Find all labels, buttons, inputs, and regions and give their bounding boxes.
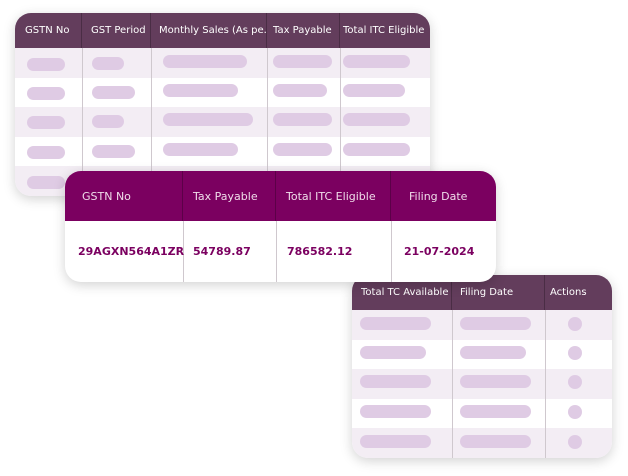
cell-filing-date: 21-07-2024	[404, 245, 475, 258]
cell-gstn: 29AGXN564A1ZR	[78, 245, 185, 258]
back-table-card: GSTN No GST Period Monthly Sales (As pe.…	[15, 13, 430, 196]
header-gstn: GSTN No	[82, 171, 183, 221]
header-total-tc-available: Total TC Available	[361, 275, 452, 310]
front-table-card: GSTN No Tax Payable Total ITC Eligible F…	[65, 171, 496, 282]
header-total-itc: Total ITC Eligible	[276, 171, 391, 221]
back-table-header: GSTN No GST Period Monthly Sales (As pe.…	[15, 13, 430, 48]
action-dot-icon[interactable]	[568, 346, 582, 360]
front-table-header: GSTN No Tax Payable Total ITC Eligible F…	[65, 171, 496, 221]
cell-tax-payable: 54789.87	[193, 245, 251, 258]
header-gst-period: GST Period	[82, 13, 151, 48]
side-table-card: Total TC Available Filing Date Actions	[352, 275, 612, 458]
action-dot-icon[interactable]	[568, 317, 582, 331]
header-tax-payable: Tax Payable	[183, 171, 276, 221]
header-tax-payable: Tax Payable	[267, 13, 340, 48]
header-filing-date: Filing Date	[452, 275, 545, 310]
header-total-itc: Total ITC Eligible	[343, 25, 425, 36]
header-actions: Actions	[550, 287, 587, 298]
cell-total-itc: 786582.12	[287, 245, 353, 258]
action-dot-icon[interactable]	[568, 405, 582, 419]
action-dot-icon[interactable]	[568, 435, 582, 449]
header-monthly-sales: Monthly Sales (As pe...	[151, 13, 267, 48]
header-filing-date: Filing Date	[409, 189, 468, 203]
action-dot-icon[interactable]	[568, 375, 582, 389]
header-gstn: GSTN No	[25, 13, 82, 48]
